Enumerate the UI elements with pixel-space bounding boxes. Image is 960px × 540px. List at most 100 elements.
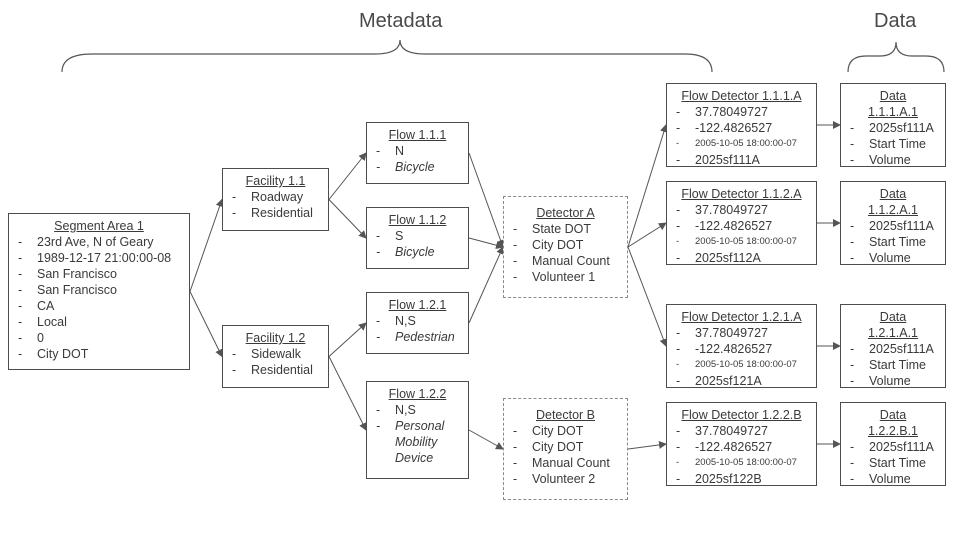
facility-node[interactable]: Facility 1.2 Sidewalk Residential (222, 325, 329, 388)
node-item: Start Time (847, 136, 939, 152)
node-item: Local (15, 314, 183, 330)
edge-facility_1_2-to-flow_1_2_1 (328, 322, 367, 357)
node-item: 2025sf111A (847, 439, 939, 455)
flow-detector-node[interactable]: Flow Detector 1.2.1.A 37.78049727 -122.4… (666, 304, 817, 389)
flow-node[interactable]: Flow 1.2.2 N,S Personal Mobility Device (366, 381, 469, 479)
node-item: City DOT (510, 423, 621, 439)
node-item: Manual Count (510, 253, 621, 269)
node-item: -122.4826527 (673, 341, 810, 357)
flow-detector-node[interactable]: Flow Detector 1.1.2.A 37.78049727 -122.4… (666, 181, 817, 266)
metadata-heading: Metadata (359, 10, 443, 32)
node-item: N,S (373, 402, 462, 418)
edge-flow_1_1_1-to-detector_a (468, 152, 505, 248)
data-node[interactable]: Data 1.1.2.A.1 2025sf111A Start Time Vol… (840, 181, 946, 266)
data-heading: Data (874, 10, 917, 32)
data-node[interactable]: Data 1.1.1.A.1 2025sf111A Start Time Vol… (840, 83, 946, 168)
node-item: Start Time (847, 357, 939, 373)
flow-node[interactable]: Flow 1.1.2 S Bicycle (366, 207, 469, 269)
flow-detector-node[interactable]: Flow Detector 1.2.2.B 37.78049727 -122.4… (666, 402, 817, 487)
detector-node[interactable]: Detector B City DOT City DOT Manual Coun… (503, 398, 628, 500)
node-title: Detector B (535, 408, 596, 422)
node-item: 1989-12-17 21:00:00-08 (15, 250, 183, 266)
flow-node[interactable]: Flow 1.1.1 N Bicycle (366, 122, 469, 184)
node-item: Volume (847, 373, 939, 389)
node-item: 2005-10-05 18:00:00-07 (673, 234, 810, 250)
node-title: Detector A (536, 206, 595, 220)
node-item: Residential (229, 205, 322, 221)
node-title: Data 1.1.1.A.1 (867, 89, 919, 119)
node-item: Volume (847, 250, 939, 266)
edge-detector_a-to-fd_1_1_2_a (627, 222, 667, 248)
node-item: 37.78049727 (673, 423, 810, 439)
edge-flow_1_2_2-to-detector_b (468, 429, 504, 450)
node-item: 2025sf112A (673, 250, 810, 266)
node-item: 23rd Ave, N of Geary (15, 234, 183, 250)
node-item: 2025sf111A (847, 218, 939, 234)
node-title: Flow 1.2.2 (388, 387, 447, 401)
node-item: 2025sf122B (673, 471, 810, 487)
node-item: Personal Mobility Device (373, 418, 455, 466)
node-title: Data 1.1.2.A.1 (867, 187, 919, 217)
node-item: -122.4826527 (673, 120, 810, 136)
node-item: 2025sf111A (847, 120, 939, 136)
node-title: Flow Detector 1.2.1.A (681, 310, 802, 324)
node-item: 37.78049727 (673, 104, 810, 120)
node-item: City DOT (510, 237, 621, 253)
segment-area-node[interactable]: Segment Area 1 23rd Ave, N of Geary 1989… (8, 213, 190, 370)
node-item: Residential (229, 362, 322, 378)
node-title: Flow 1.2.1 (388, 298, 447, 312)
node-item: Pedestrian (373, 329, 462, 345)
node-item: Volunteer 2 (510, 471, 621, 487)
node-title: Flow Detector 1.1.1.A (681, 89, 802, 103)
node-title: Flow Detector 1.2.2.B (681, 408, 802, 422)
edge-flow_1_2_1-to-detector_a (468, 246, 504, 324)
data-node[interactable]: Data 1.2.2.B.1 2025sf111A Start Time Vol… (840, 402, 946, 487)
node-title: Flow Detector 1.1.2.A (681, 187, 802, 201)
node-item: Start Time (847, 455, 939, 471)
edge-layer (189, 121, 841, 450)
metadata-brace (61, 39, 713, 73)
edge-facility_1_1-to-flow_1_1_2 (328, 199, 367, 239)
node-item: N,S (373, 313, 462, 329)
node-item: Bicycle (373, 159, 462, 175)
node-item: N (373, 143, 462, 159)
node-item: Volunteer 1 (510, 269, 621, 285)
node-item: 2005-10-05 18:00:00-07 (673, 455, 810, 471)
data-brace (847, 41, 945, 73)
data-node[interactable]: Data 1.2.1.A.1 2025sf111A Start Time Vol… (840, 304, 946, 389)
node-title: Data 1.2.1.A.1 (867, 310, 919, 340)
node-item: 2025sf111A (673, 152, 810, 168)
node-title: Facility 1.1 (245, 174, 306, 188)
node-title: Facility 1.2 (245, 331, 306, 345)
node-title: Segment Area 1 (54, 219, 144, 233)
detector-node[interactable]: Detector A State DOT City DOT Manual Cou… (503, 196, 628, 298)
edge-segment-to-facility_1_1 (189, 198, 224, 292)
flow-detector-node[interactable]: Flow Detector 1.1.1.A 37.78049727 -122.4… (666, 83, 817, 168)
edge-segment-to-facility_1_2 (189, 291, 223, 358)
node-item: Bicycle (373, 244, 462, 260)
node-item: 2025sf111A (847, 341, 939, 357)
node-item: 2005-10-05 18:00:00-07 (673, 136, 810, 152)
node-item: Sidewalk (229, 346, 322, 362)
edge-flow_1_1_2-to-detector_a (468, 237, 504, 250)
node-item: Roadway (229, 189, 322, 205)
flow-node[interactable]: Flow 1.2.1 N,S Pedestrian (366, 292, 469, 354)
node-item: Volume (847, 152, 939, 168)
edge-detector_a-to-fd_1_1_1_a (627, 124, 668, 248)
node-item: 37.78049727 (673, 202, 810, 218)
node-item: Manual Count (510, 455, 621, 471)
node-title: Flow 1.1.1 (388, 128, 447, 142)
node-title: Flow 1.1.2 (388, 213, 447, 227)
node-item: San Francisco (15, 266, 183, 282)
edge-facility_1_1-to-flow_1_1_1 (328, 152, 367, 200)
node-item: 2025sf121A (673, 373, 810, 389)
node-item: City DOT (510, 439, 621, 455)
node-item: State DOT (510, 221, 621, 237)
facility-node[interactable]: Facility 1.1 Roadway Residential (222, 168, 329, 231)
edge-detector_b-to-fd_1_2_2_b (627, 440, 667, 450)
edge-detector_a-to-fd_1_2_1_a (627, 246, 668, 347)
node-item: 0 (15, 330, 183, 346)
node-item: San Francisco (15, 282, 183, 298)
node-item: -122.4826527 (673, 218, 810, 234)
